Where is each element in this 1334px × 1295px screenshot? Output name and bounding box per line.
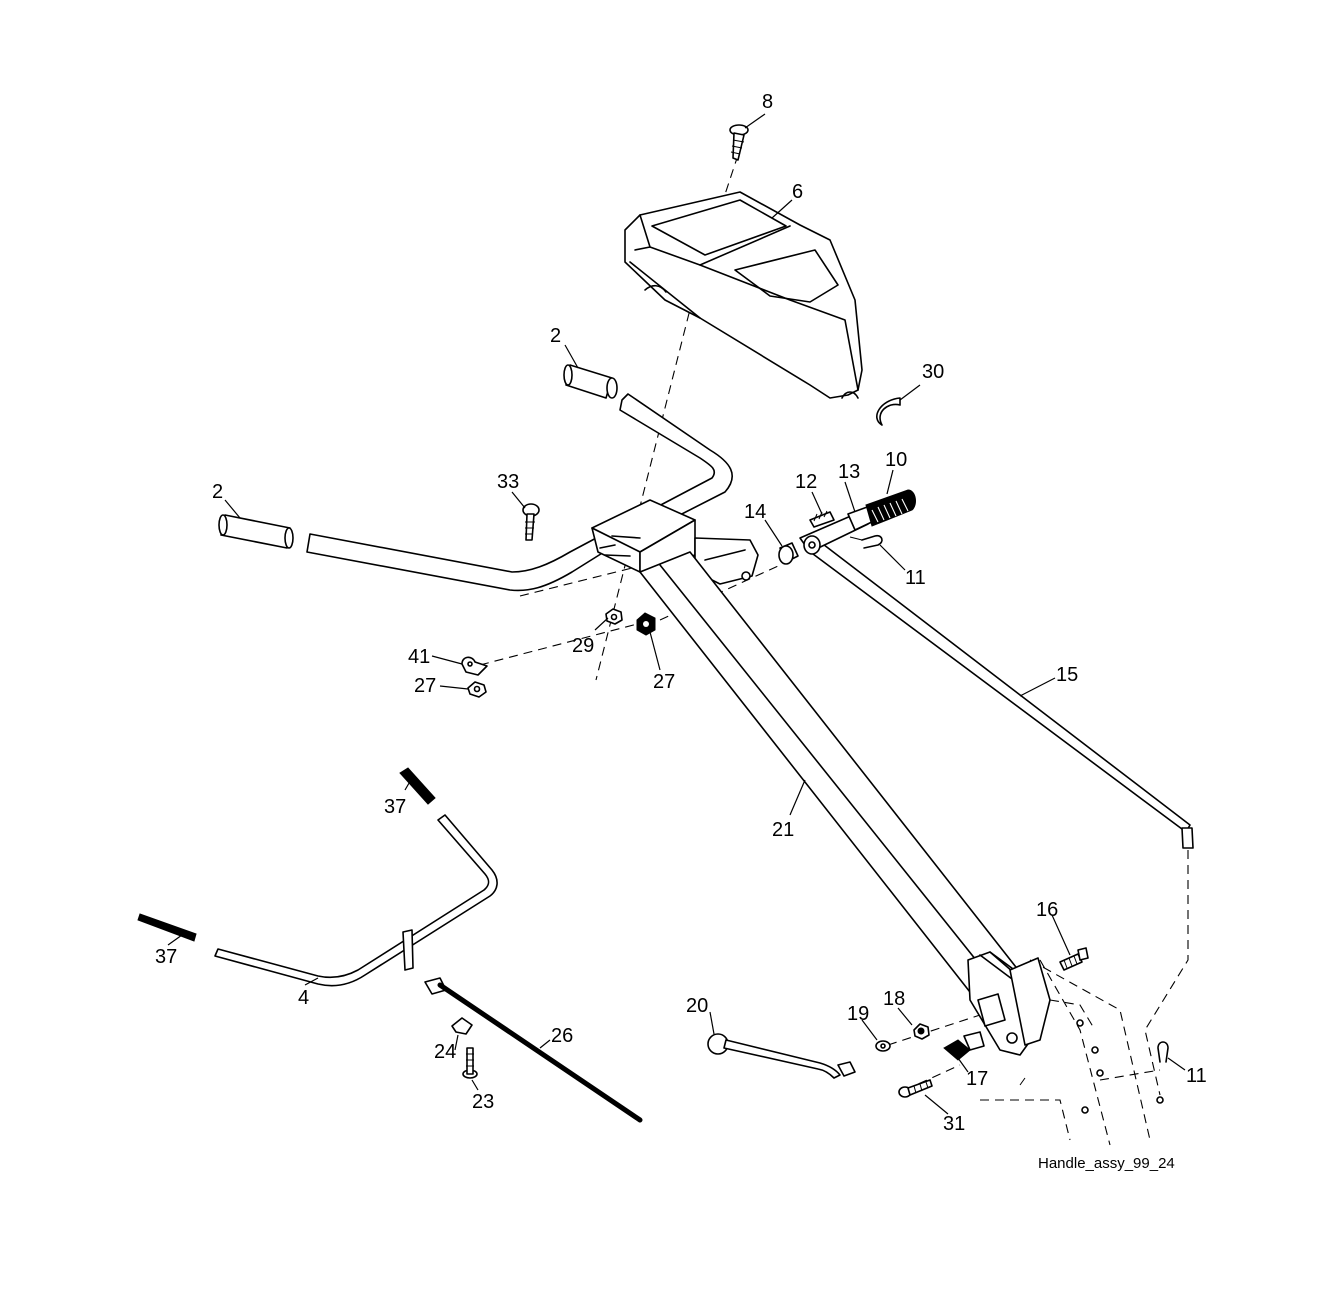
callout-26: 26 [551,1025,573,1047]
callout-11-upper: 11 [905,567,926,589]
spacer-14 [778,542,799,565]
callout-23: 23 [472,1091,494,1113]
hairpin-clip-lower [1157,1041,1169,1063]
cable-anchor-24 [451,1017,473,1035]
callout-14: 14 [744,501,766,523]
callout-41: 41 [408,646,430,668]
shift-rod [799,489,1194,849]
callout-31: 31 [943,1113,965,1135]
shift-knob-17 [943,1031,985,1061]
callout-12: 12 [795,471,817,493]
nut-27-lower [467,681,487,698]
callout-30: 30 [922,361,944,383]
callout-27-upper: 27 [653,671,675,693]
nut-29 [605,608,623,625]
callout-10: 10 [885,449,907,471]
callout-13: 13 [838,461,860,483]
callout-18: 18 [883,988,905,1010]
bolt-16 [1059,947,1089,971]
callout-labels: 8 6 2 30 2 33 12 13 10 14 11 29 27 41 27… [155,91,1207,1135]
main-handle-tube [639,551,1039,1056]
control-panel-cover [624,191,863,399]
callout-37-lower: 37 [155,946,177,968]
screw-23 [462,1047,478,1079]
hairpin-clip-upper [849,534,883,549]
callout-21: 21 [772,819,794,841]
callout-15: 15 [1056,664,1078,686]
upper-handlebar [563,364,733,521]
bolt-31 [898,1079,933,1098]
mounting-bracket [1009,957,1164,1114]
lower-handlebar [218,514,605,592]
callout-19: 19 [847,1003,869,1025]
diagram-caption: Handle_assy_99_24 [1038,1155,1175,1172]
callout-17: 17 [966,1068,988,1090]
callout-2-upper: 2 [550,325,561,347]
callout-33: 33 [497,471,519,493]
callout-24: 24 [434,1041,456,1063]
carriage-bolt-33 [522,503,540,541]
callout-8: 8 [762,91,773,113]
callout-2-lower: 2 [212,481,223,503]
clutch-bail [137,767,498,995]
callout-4: 4 [298,987,309,1009]
callout-20: 20 [686,995,708,1017]
callout-37-upper: 37 [384,796,406,818]
washer-19 [875,1040,891,1052]
cable-26 [437,982,643,1123]
handle-bracket [591,499,759,585]
clip-30 [876,397,901,426]
nut-27-upper [636,612,656,636]
clamp-41 [461,656,488,676]
callout-11-lower: 11 [1186,1065,1207,1087]
callout-29: 29 [572,635,594,657]
screw-8 [729,124,749,161]
callout-16: 16 [1036,899,1058,921]
callout-27-lower: 27 [414,675,436,697]
leader-lines [167,113,1186,1115]
nut-18 [913,1023,930,1040]
callout-6: 6 [792,181,803,203]
shift-lever-20 [707,1033,856,1079]
